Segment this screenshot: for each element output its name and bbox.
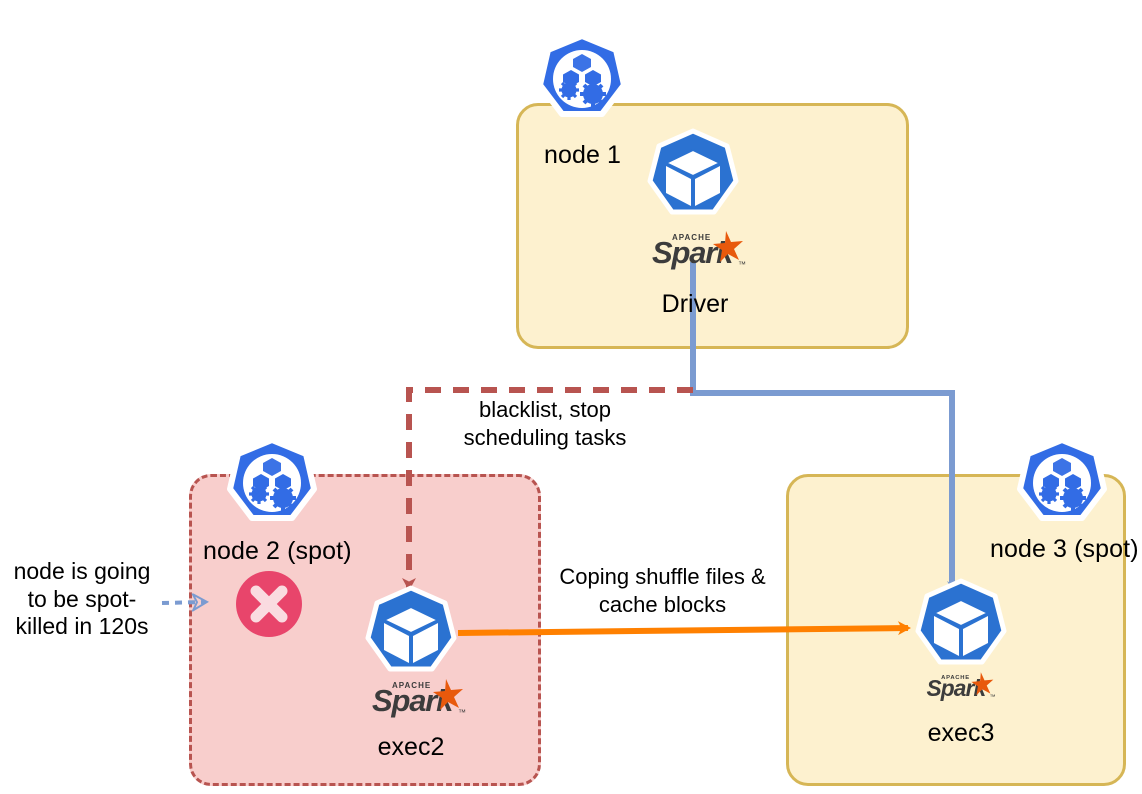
executor-label-driver: Driver <box>661 290 729 318</box>
svg-text:APACHE: APACHE <box>672 233 711 242</box>
spark-driver-cube-icon <box>644 128 742 228</box>
executor-label-exec2: exec2 <box>377 733 445 761</box>
svg-text:APACHE: APACHE <box>392 681 431 690</box>
spark-executor-cube-icon-exec3 <box>912 578 1010 678</box>
spot-warning-note: node is going to be spot- killed in 120s <box>13 558 151 640</box>
spark-executor-cube-icon-exec2 <box>362 585 460 685</box>
svg-text:™: ™ <box>458 708 466 717</box>
kubernetes-node-icon-node3 <box>1016 436 1108 534</box>
executor-label-exec3: exec3 <box>927 719 995 747</box>
apache-spark-logo-exec2: Spark APACHE ™ <box>370 677 468 721</box>
node-label-node1: node 1 <box>544 141 622 169</box>
edge-label-copy-blocks: Coping shuffle files & cache blocks <box>559 564 766 617</box>
node-killed-x-icon <box>234 569 304 639</box>
node-label-node2: node 2 (spot) <box>203 537 352 565</box>
kubernetes-node-icon-node1 <box>536 32 628 130</box>
svg-text:APACHE: APACHE <box>941 675 970 681</box>
edge-label-blacklist: blacklist, stop scheduling tasks <box>463 397 627 450</box>
kubernetes-node-icon-node2 <box>226 436 318 534</box>
node-label-node3: node 3 (spot) <box>990 535 1139 563</box>
apache-spark-logo-exec3: Spark APACHE ™ <box>925 670 997 704</box>
svg-text:™: ™ <box>738 260 746 269</box>
apache-spark-logo-node1: Spark APACHE ™ <box>650 229 748 273</box>
svg-text:™: ™ <box>990 694 996 701</box>
